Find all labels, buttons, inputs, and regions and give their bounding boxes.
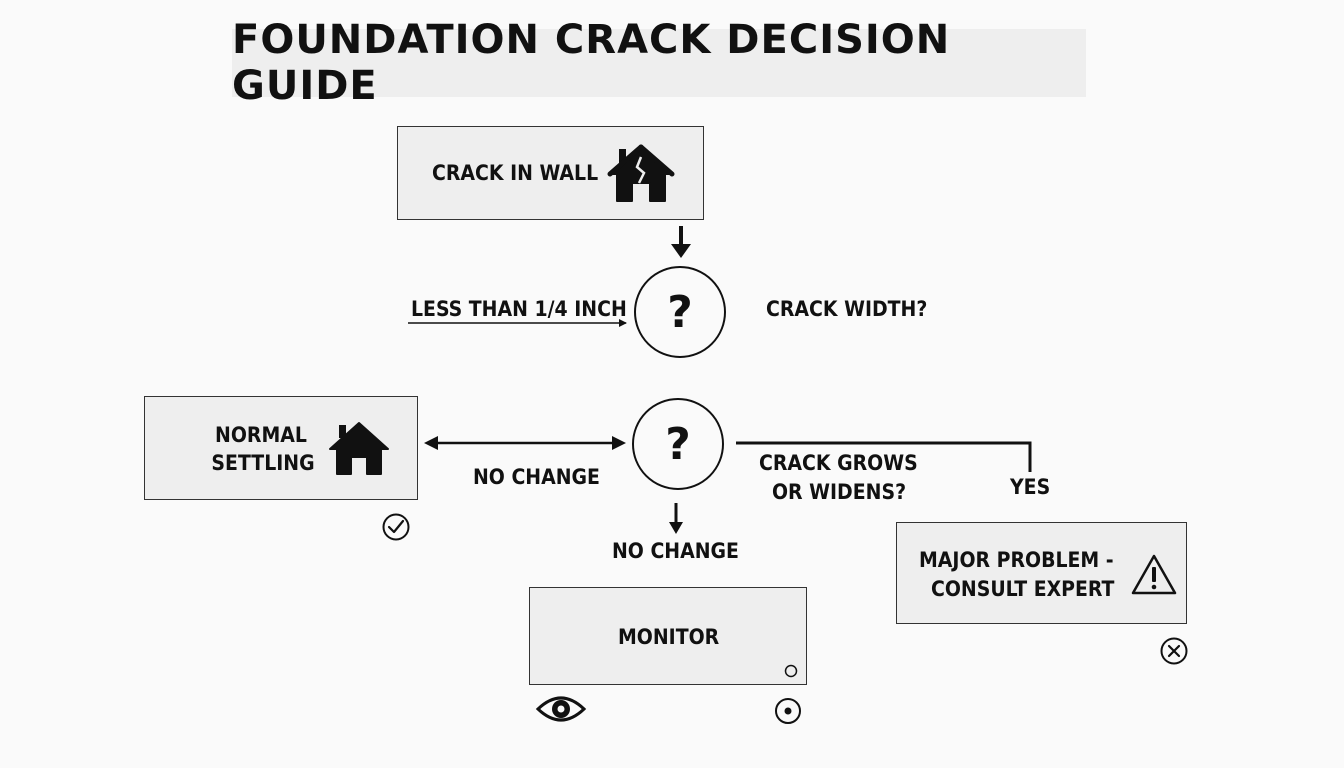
normal-label-line2: SETTLING: [211, 451, 315, 475]
target-icon: [775, 698, 801, 724]
monitor-label: MONITOR: [618, 625, 720, 649]
page-title: FOUNDATION CRACK DECISION GUIDE: [232, 17, 951, 109]
x-circle-icon: [1160, 637, 1188, 665]
edge-label-no-change-monitor: NO CHANGE: [612, 539, 739, 563]
check-circle-icon: [382, 513, 410, 541]
question-mark: ?: [667, 286, 693, 338]
major-label-line1: MAJOR PROBLEM -: [919, 548, 1114, 572]
question-crack-growth-line2: OR WIDENS?: [772, 480, 907, 504]
branch-label-less-than: LESS THAN 1/4 INCH: [411, 297, 627, 321]
question-crack-width: CRACK WIDTH?: [766, 297, 928, 321]
node-crack-in-wall: CRACK IN WALL: [397, 126, 704, 220]
title-banner: FOUNDATION CRACK DECISION GUIDE: [232, 17, 1086, 109]
major-label-line2: CONSULT EXPERT: [931, 577, 1115, 601]
question-crack-growth-line1: CRACK GROWS: [759, 451, 918, 475]
decision-crack-growth: ?: [632, 398, 724, 490]
eye-icon: [535, 696, 587, 722]
cracked-house-icon: [607, 144, 675, 202]
node-normal-settling: NORMAL SETTLING: [144, 396, 418, 500]
decision-crack-width: ?: [634, 266, 726, 358]
normal-label-line1: NORMAL: [215, 423, 307, 447]
node-major-problem: MAJOR PROBLEM - CONSULT EXPERT: [896, 522, 1187, 624]
edge-label-yes: YES: [1010, 475, 1051, 499]
house-icon: [329, 422, 389, 475]
edge-label-no-change-normal: NO CHANGE: [473, 465, 600, 489]
warning-icon: [1131, 554, 1177, 595]
node-crack-in-wall-label: CRACK IN WALL: [432, 161, 599, 185]
small-circle-icon: [784, 664, 798, 678]
question-mark: ?: [665, 418, 691, 470]
arrowhead-start-to-width: [671, 244, 691, 258]
arrow-to-major: [736, 441, 1032, 472]
node-monitor: MONITOR: [529, 587, 807, 685]
